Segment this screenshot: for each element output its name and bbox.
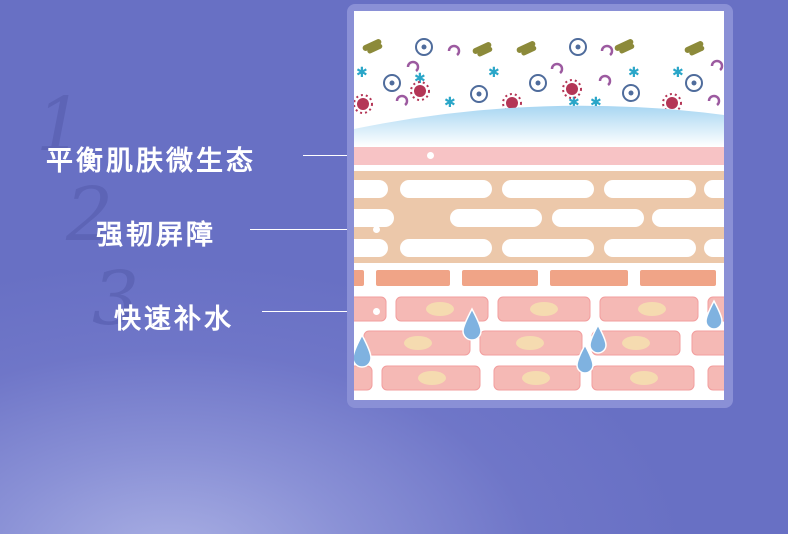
svg-text:✱: ✱: [590, 95, 602, 111]
step-number-3: 3: [92, 256, 140, 342]
leader-dot-1: [427, 152, 434, 159]
svg-text:✱: ✱: [672, 65, 684, 81]
skin-surface-mist: [354, 105, 724, 147]
svg-text:✱: ✱: [568, 95, 580, 111]
virus-icon: [415, 38, 433, 56]
cell-layer: [354, 296, 724, 391]
svg-text:✱: ✱: [444, 95, 456, 111]
leader-dot-2: [373, 226, 380, 233]
svg-text:✱: ✱: [356, 65, 368, 81]
bacteria-icon: [472, 42, 493, 57]
bacteria-icon: [684, 41, 705, 56]
skin-layers-illustration: ✱ ✱ ✱ ✱ ✱ ✱ ✱ ✱: [354, 11, 724, 400]
step-number-2: 2: [66, 172, 114, 258]
virus-icon: [685, 74, 703, 92]
label-fast-hydration: 快速补水: [114, 304, 234, 335]
label-strong-barrier: 强韧屏障: [96, 220, 216, 251]
bacteria-icon: [362, 39, 383, 54]
leader-line-3: [262, 311, 376, 312]
virus-icon: [383, 74, 401, 92]
bacteria-icon: [516, 41, 537, 56]
leader-dot-3: [373, 308, 380, 315]
bacteria-icon: [614, 39, 635, 54]
skin-layers-svg: ✱ ✱ ✱ ✱ ✱ ✱ ✱ ✱: [354, 38, 724, 391]
svg-text:✱: ✱: [628, 65, 640, 81]
water-drop-icon: [354, 299, 723, 374]
star-icon: ✱ ✱ ✱ ✱ ✱ ✱ ✱ ✱: [356, 65, 684, 111]
label-balance-microbiome: 平衡肌肤微生态: [46, 146, 256, 177]
svg-text:✱: ✱: [488, 65, 500, 81]
microbe-layer: ✱ ✱ ✱ ✱ ✱ ✱ ✱ ✱: [354, 38, 724, 114]
stratum-pink-band: [354, 147, 724, 165]
brick-row: [354, 270, 716, 286]
germ-icon: [354, 79, 682, 114]
virus-icon: [569, 38, 587, 56]
virus-icon: [622, 84, 640, 102]
tan-barrier-layer: [354, 171, 724, 263]
spore-icon: [395, 44, 724, 106]
step-number-1: 1: [36, 82, 84, 168]
virus-icon: [470, 85, 488, 103]
leader-line-2: [250, 229, 376, 230]
virus-icon: [529, 74, 547, 92]
svg-text:✱: ✱: [414, 71, 426, 87]
